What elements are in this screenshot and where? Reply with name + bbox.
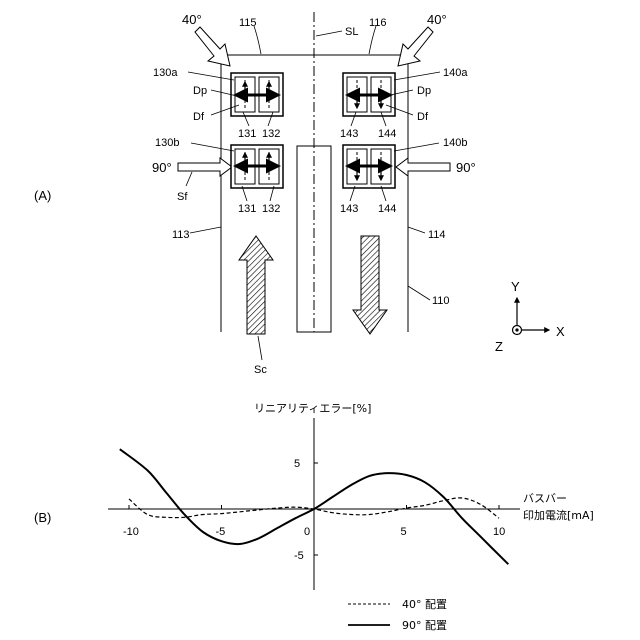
legend: 40° 配置 90° 配置	[348, 598, 447, 632]
current-arrow-down	[353, 236, 387, 334]
label-sf: Sf	[177, 191, 188, 203]
angle-side-left: 90°	[152, 160, 172, 175]
x-tick-label: -5	[216, 526, 226, 538]
label-116: 116	[369, 17, 387, 29]
label-144-bottom: 144	[378, 203, 396, 215]
label-df-left: Df	[193, 111, 205, 123]
label-143-bottom: 143	[340, 203, 358, 215]
x-tick-label: -10	[123, 526, 139, 538]
x-tick-label: 0	[304, 526, 310, 538]
label-130b: 130b	[155, 137, 179, 149]
label-130a: 130a	[153, 67, 178, 79]
label-110: 110	[432, 295, 450, 307]
sensor-140b	[343, 145, 395, 188]
label-140b: 140b	[443, 137, 467, 149]
arrow-90deg-left	[178, 158, 232, 176]
sensor-140a	[343, 73, 395, 116]
label-sl: SL	[345, 26, 358, 38]
label-115: 115	[239, 17, 257, 29]
axis-y-label: Y	[511, 279, 520, 294]
label-dp-right: Dp	[417, 85, 431, 97]
label-113: 113	[172, 229, 190, 241]
panel-b: (B) -10-505105-5 リニアリティエラー[%] バスバー 印加電流[…	[34, 402, 594, 632]
angle-side-right: 90°	[456, 160, 476, 175]
sensor-130b	[231, 145, 283, 188]
arrow-40deg-right	[398, 27, 433, 66]
panel-a: (A) 40° 40° 90° 90°	[34, 12, 565, 376]
label-144-top: 144	[378, 128, 396, 140]
legend-dashed-label: 40° 配置	[402, 598, 447, 611]
label-132-bottom: 132	[262, 203, 280, 215]
arrow-40deg-left	[195, 27, 230, 66]
label-dp-left: Dp	[193, 85, 207, 97]
legend-solid-label: 90° 配置	[402, 619, 447, 632]
y-tick-label: -5	[294, 550, 304, 562]
label-143-top: 143	[340, 128, 358, 140]
leader-lines	[186, 26, 440, 360]
panel-b-label: (B)	[34, 510, 51, 525]
label-131-top: 131	[238, 128, 256, 140]
sensor-130a	[231, 73, 283, 116]
label-140a: 140a	[443, 67, 468, 79]
x-axis-label-line2: 印加電流[mA]	[523, 508, 594, 522]
y-axis-label: リニアリティエラー[%]	[254, 402, 371, 415]
current-arrow-up	[239, 236, 273, 334]
panel-a-label: (A)	[34, 188, 51, 203]
angle-top-left: 40°	[182, 12, 202, 27]
label-sc: Sc	[254, 364, 267, 376]
axis-x-label: X	[556, 324, 565, 339]
axis-z-label: Z	[495, 339, 503, 354]
coordinate-axes	[513, 298, 550, 335]
y-tick-label: 5	[294, 458, 300, 470]
label-114: 114	[428, 229, 446, 241]
angle-top-right: 40°	[427, 12, 447, 27]
x-tick-label: 10	[493, 526, 505, 538]
label-132-top: 132	[262, 128, 280, 140]
x-axis-label-line1: バスバー	[523, 492, 567, 505]
label-df-right: Df	[417, 111, 429, 123]
label-131-bottom: 131	[238, 203, 256, 215]
arrow-90deg-right	[396, 158, 450, 176]
x-tick-label: 5	[401, 526, 407, 538]
